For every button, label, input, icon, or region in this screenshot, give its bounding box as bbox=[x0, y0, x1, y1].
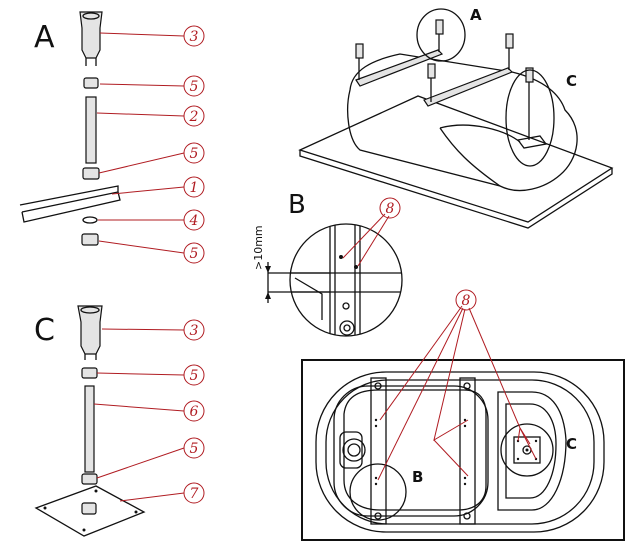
plan-view-frame bbox=[301, 359, 625, 541]
nut-part bbox=[81, 233, 99, 246]
threaded-rod-part bbox=[84, 385, 95, 473]
nut-part bbox=[82, 167, 100, 180]
tub-leg bbox=[355, 43, 364, 80]
base-plate-part bbox=[34, 485, 146, 537]
svg-text:2: 2 bbox=[189, 109, 199, 125]
assembly-c-label: C bbox=[34, 313, 55, 348]
adjustable-foot-part bbox=[77, 305, 103, 360]
svg-text:1: 1 bbox=[190, 180, 199, 196]
svg-text:4: 4 bbox=[189, 213, 199, 229]
dimension-label: >10mm bbox=[252, 225, 265, 270]
callout-1: 1 bbox=[183, 176, 205, 198]
bathtub-isometric-view: A C bbox=[298, 6, 614, 229]
callout-6: 6 bbox=[183, 400, 205, 422]
svg-text:5: 5 bbox=[190, 441, 199, 457]
frame-rail bbox=[370, 377, 387, 525]
svg-text:8: 8 bbox=[386, 201, 395, 217]
plan-detail-c-label: C bbox=[566, 435, 577, 453]
frame-rail-part bbox=[19, 185, 121, 223]
callout-8: 8 bbox=[455, 289, 477, 311]
detail-b-magnifier bbox=[289, 223, 403, 337]
nut-part bbox=[83, 77, 99, 89]
detail-b: B >10mm 8 bbox=[252, 190, 403, 337]
callout-5: 5 bbox=[183, 364, 205, 386]
nut-part bbox=[81, 473, 98, 485]
detail-circle-a bbox=[416, 8, 466, 62]
svg-text:5: 5 bbox=[190, 146, 199, 162]
svg-text:3: 3 bbox=[190, 323, 199, 339]
callout-5: 5 bbox=[183, 75, 205, 97]
callout-5: 5 bbox=[183, 242, 205, 264]
svg-text:3: 3 bbox=[190, 29, 199, 45]
washer-part bbox=[82, 216, 98, 224]
svg-text:7: 7 bbox=[190, 486, 199, 502]
callout-3: 3 bbox=[183, 25, 205, 47]
assembly-a: A 3 bbox=[19, 11, 205, 264]
tub-leg bbox=[516, 67, 548, 149]
threaded-rod-part bbox=[85, 96, 97, 164]
callout-8: 8 bbox=[379, 197, 401, 219]
svg-text:6: 6 bbox=[190, 404, 199, 420]
plan-detail-b-label: B bbox=[412, 468, 423, 486]
frame-rail bbox=[459, 377, 476, 525]
assembly-c: C 3 5 bbox=[34, 305, 205, 537]
adjustable-foot-part bbox=[79, 11, 103, 66]
tub-leg bbox=[435, 19, 444, 52]
nut-part bbox=[81, 367, 98, 379]
detail-circle-c bbox=[505, 69, 555, 167]
callout-4: 4 bbox=[183, 209, 205, 231]
callout-2: 2 bbox=[183, 105, 205, 127]
svg-text:5: 5 bbox=[190, 246, 199, 262]
svg-text:5: 5 bbox=[190, 79, 199, 95]
callout-3: 3 bbox=[183, 319, 205, 341]
detail-c-label: C bbox=[566, 72, 577, 90]
assembly-a-label: A bbox=[34, 20, 55, 55]
detail-b-label: B bbox=[288, 190, 306, 220]
svg-text:5: 5 bbox=[190, 368, 199, 384]
tub-leg bbox=[427, 63, 436, 102]
detail-a-label: A bbox=[470, 6, 482, 24]
plan-view: B C 8 bbox=[301, 289, 625, 541]
tub-leg bbox=[505, 33, 514, 70]
svg-text:8: 8 bbox=[462, 293, 471, 309]
callout-5: 5 bbox=[183, 437, 205, 459]
callout-5: 5 bbox=[183, 142, 205, 164]
callout-7: 7 bbox=[183, 482, 205, 504]
